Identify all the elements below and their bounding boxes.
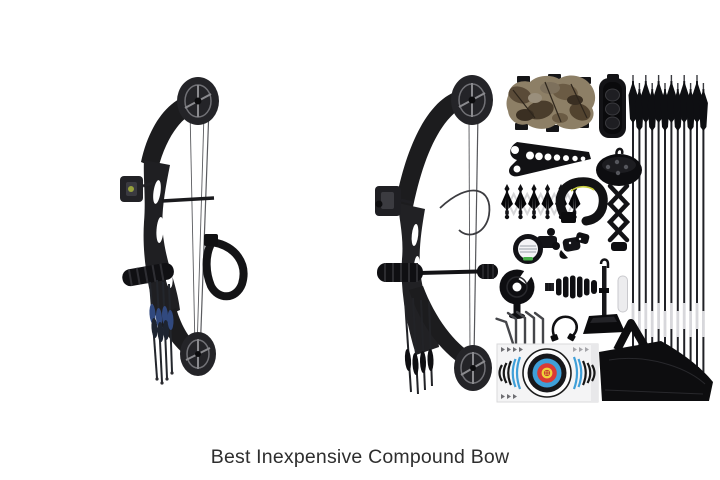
paper-target-icon [496,343,599,403]
kit-wrist-sling-icon [555,177,608,226]
kit-bow-stabilizer-icon [377,263,498,282]
bow-strings [189,107,210,357]
kit-stabilizer-icon [545,275,597,299]
bow-multi-tool-icon [508,142,591,177]
cable-rod [161,196,215,203]
bow-case-icon [599,319,713,401]
kit-compound-bow [375,75,498,395]
stabilizer-icon [122,262,174,287]
top-cam-icon [177,77,219,125]
left-product-image [100,70,260,405]
release-strap-icon [599,74,626,138]
wrist-sling-icon [202,234,248,301]
cable-slide-icon [499,265,536,319]
arrows-icon [149,279,174,385]
scope-sight-icon [513,228,560,264]
kit-bow-sight-icon [375,186,414,216]
compound-bow-photo [120,77,248,385]
kit-bottom-cam-icon [454,345,492,391]
image-caption: Best Inexpensive Compound Bow [210,446,510,468]
bow-sight-icon [120,176,154,202]
kit-top-cam-icon [451,75,493,125]
cable-curl [439,189,491,236]
bottom-cam-icon [180,332,216,376]
bow-stand-icon [583,258,625,334]
peep-tube-icon [617,275,628,313]
d-loop-rope-icon [550,315,578,342]
kit-bow-arrows-icon [404,297,434,395]
right-product-image [365,60,720,410]
compound-bow-kit-photo [375,74,713,403]
quiver-icon [596,147,642,251]
arrow-rest-icon [559,232,590,259]
camo-arm-guard-icon [506,74,596,132]
